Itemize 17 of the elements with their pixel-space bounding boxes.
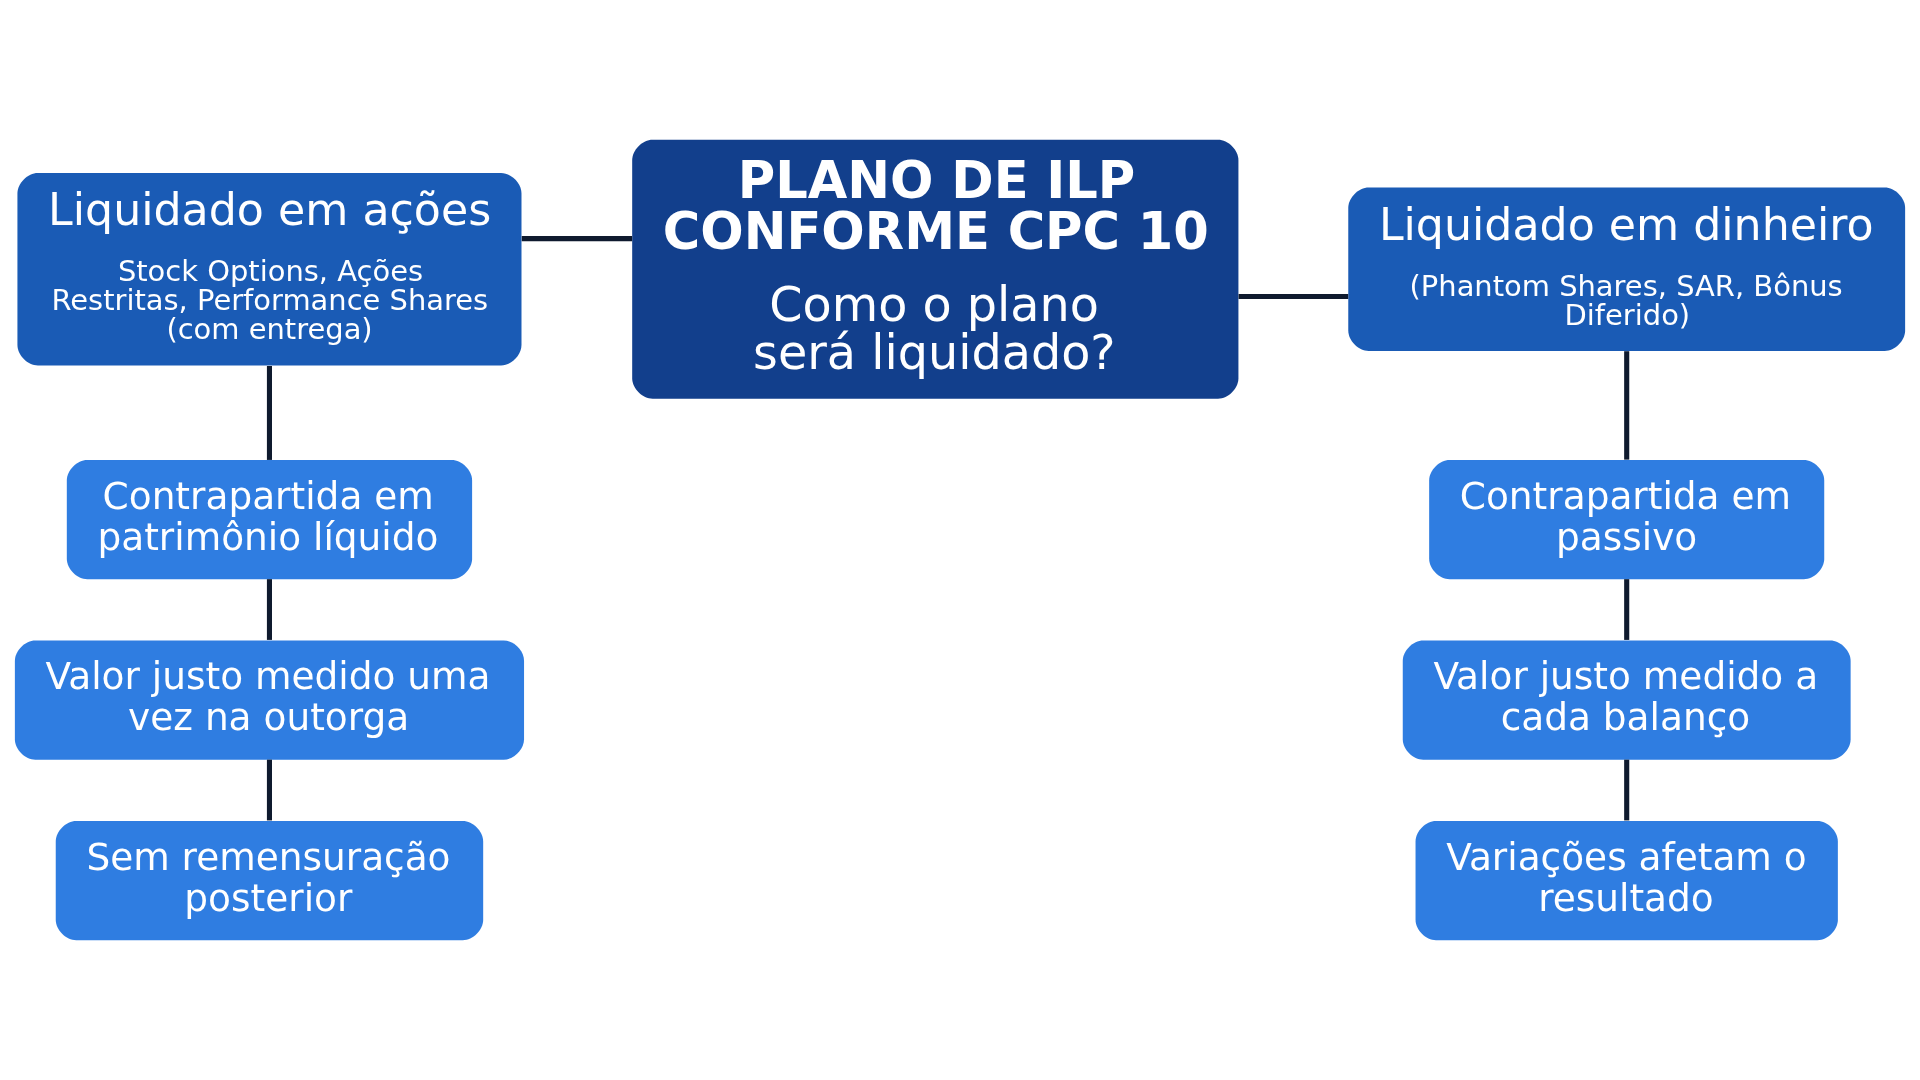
node-box: Variações afetam o resultado bbox=[1415, 821, 1838, 941]
node-box: Liquidado em dinheiro (Phantom Shares, SAR, Bônus Diferido) bbox=[1348, 187, 1906, 351]
connector bbox=[1624, 351, 1630, 460]
connector bbox=[1238, 293, 1349, 300]
node-box: Contrapartida em patrimônio líquido bbox=[66, 459, 473, 580]
connector bbox=[1624, 579, 1630, 640]
connector bbox=[1624, 759, 1630, 821]
node-box: PLANO DE ILP CONFORME CPC 10 Como o plano será liquidado? bbox=[632, 139, 1239, 399]
node-box: Valor justo medido a cada balanço bbox=[1402, 640, 1851, 760]
node-box: Valor justo medido uma vez na outorga bbox=[14, 640, 525, 760]
connector bbox=[266, 366, 272, 460]
connector bbox=[521, 236, 633, 242]
node-box: Contrapartida em passivo bbox=[1429, 459, 1825, 580]
node-box: Liquidado em ações Stock Options, Ações Restritas, Performance Shares (com entrega) bbox=[17, 173, 522, 366]
connector bbox=[266, 579, 272, 640]
connector bbox=[266, 759, 272, 821]
node-box: Sem remensuração posterior bbox=[55, 821, 484, 941]
